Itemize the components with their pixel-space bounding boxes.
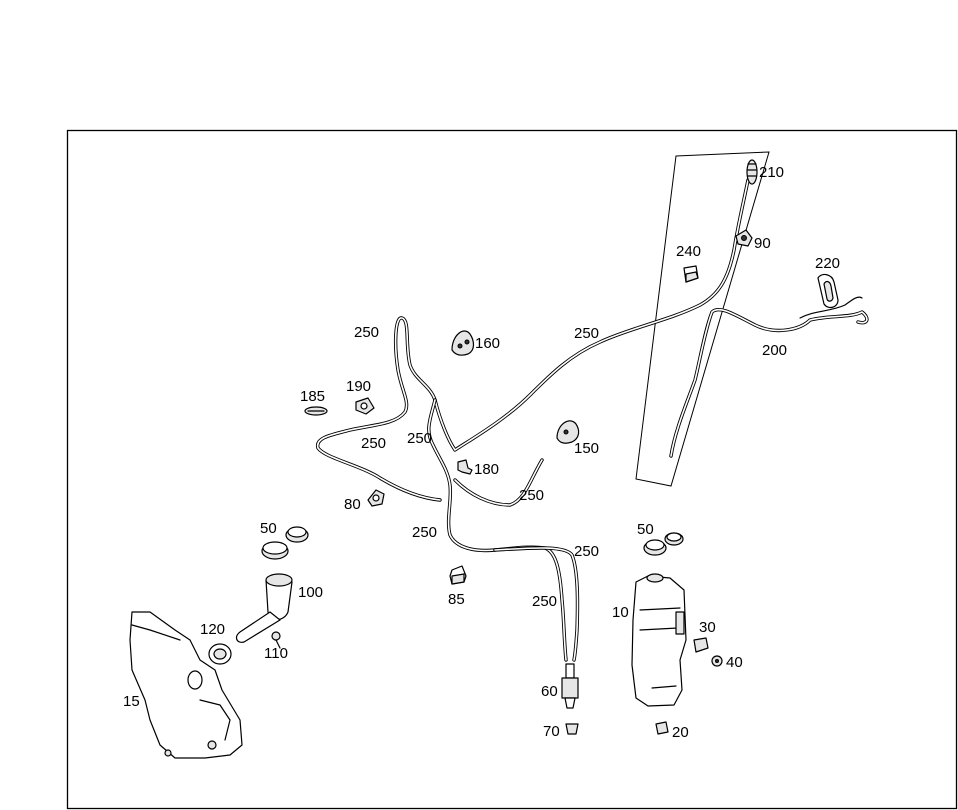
- label-160: 160: [475, 335, 500, 352]
- label-250-f: 250: [412, 524, 437, 541]
- label-240: 240: [676, 243, 701, 260]
- label-200: 200: [762, 342, 787, 359]
- label-70: 70: [543, 723, 560, 740]
- label-20: 20: [672, 724, 689, 741]
- label-80: 80: [344, 496, 361, 513]
- part-150-nozzle-icon: [556, 420, 580, 444]
- part-210-clip-icon: [746, 159, 758, 185]
- label-250-h: 250: [532, 593, 557, 610]
- part-10-tank-icon: [631, 573, 687, 707]
- label-190: 190: [346, 378, 371, 395]
- label-10: 10: [612, 604, 629, 621]
- part-185-clip-icon: [304, 406, 328, 416]
- label-40: 40: [726, 654, 743, 671]
- label-100: 100: [298, 584, 323, 601]
- part-70-grommet-icon: [565, 723, 579, 735]
- part-110-screw-icon: [271, 631, 281, 649]
- part-100-filler-neck-icon: [235, 573, 293, 643]
- part-220-grommet-icon: [817, 273, 839, 309]
- label-180: 180: [474, 461, 499, 478]
- part-90-connector-icon: [735, 229, 753, 247]
- hose-lines: [315, 178, 869, 662]
- part-50-cap-left-icon: [261, 526, 309, 560]
- windshield-outline: [635, 151, 770, 487]
- label-250-a: 250: [354, 324, 379, 341]
- part-15-reservoir-icon: [129, 611, 243, 759]
- label-250-g: 250: [574, 543, 599, 560]
- label-250-e: 250: [519, 487, 544, 504]
- label-250-b: 250: [574, 325, 599, 342]
- part-85-holder-icon: [449, 565, 467, 585]
- part-190-valve-icon: [355, 397, 375, 415]
- label-250-d: 250: [407, 430, 432, 447]
- part-120-seal-icon: [208, 643, 232, 665]
- part-40-screw-icon: [711, 655, 723, 667]
- part-240-clip-icon: [683, 265, 699, 283]
- diagram-frame: [66, 129, 958, 810]
- part-80-holder-icon: [367, 489, 385, 507]
- label-210: 210: [759, 164, 784, 181]
- label-85: 85: [448, 591, 465, 608]
- label-50-a: 50: [260, 520, 277, 537]
- label-30: 30: [699, 619, 716, 636]
- label-50-b: 50: [637, 521, 654, 538]
- part-60-pump-icon: [561, 663, 579, 709]
- part-160-nozzle-icon: [451, 330, 475, 356]
- part-20-grommet-icon: [655, 721, 669, 735]
- label-220: 220: [815, 255, 840, 272]
- part-labels: 210 90 240 220 250 160 250 200 185 190 2…: [123, 164, 840, 741]
- label-90: 90: [754, 235, 771, 252]
- part-30-bracket-icon: [693, 637, 709, 653]
- label-60: 60: [541, 683, 558, 700]
- part-180-tee-icon: [457, 459, 473, 475]
- label-15: 15: [123, 693, 140, 710]
- part-50-cap-right-icon: [643, 532, 684, 556]
- label-120: 120: [200, 621, 225, 638]
- label-150: 150: [574, 440, 599, 457]
- label-185: 185: [300, 388, 325, 405]
- label-250-c: 250: [361, 435, 386, 452]
- label-110: 110: [264, 645, 288, 662]
